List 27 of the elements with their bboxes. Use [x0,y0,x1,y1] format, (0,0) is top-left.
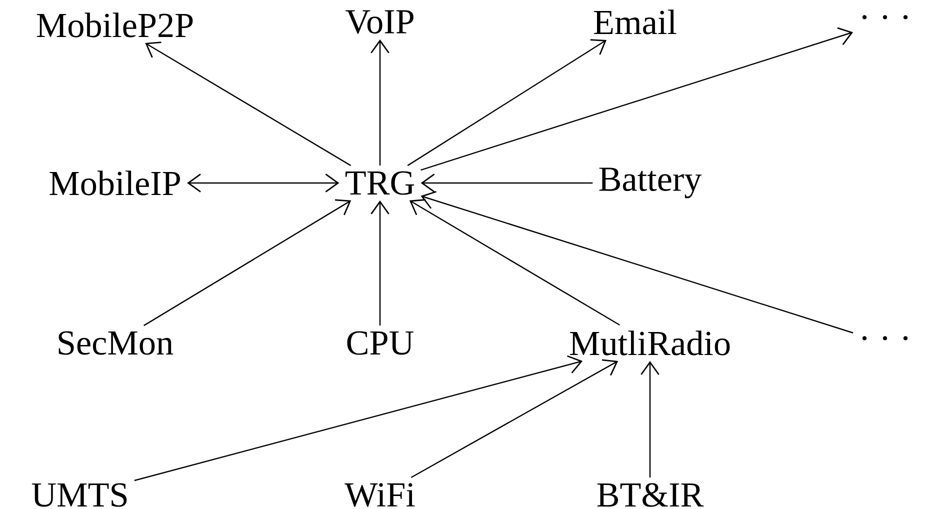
node-label: CPU [347,331,414,355]
arrow [370,200,390,326]
node-label: BT&IR [597,483,704,507]
arrow [134,355,583,482]
arrow [187,174,340,192]
node-label: UMTS [32,483,127,507]
arrow [410,359,618,478]
node-label: MobileP2P [36,12,193,38]
arrow [370,39,390,166]
node-label: WiFi [344,483,415,507]
arrow [420,174,593,192]
node-label: SecMon [58,331,174,355]
node-label: MobileIP [50,170,180,196]
arrow [409,199,620,326]
node-label: Email [594,10,676,34]
node-label: VoIP [346,10,414,34]
node-label: · · · [862,336,908,340]
arrow [407,39,607,166]
arrow [420,190,854,334]
arrow [420,27,854,171]
arrow [640,361,660,478]
node-label: · · · [862,15,908,20]
arrow [144,199,352,326]
node-label: TRG [346,171,414,195]
node-label: MutliRadio [570,330,730,356]
arrow [145,42,352,166]
node-label: Battery [599,168,702,198]
